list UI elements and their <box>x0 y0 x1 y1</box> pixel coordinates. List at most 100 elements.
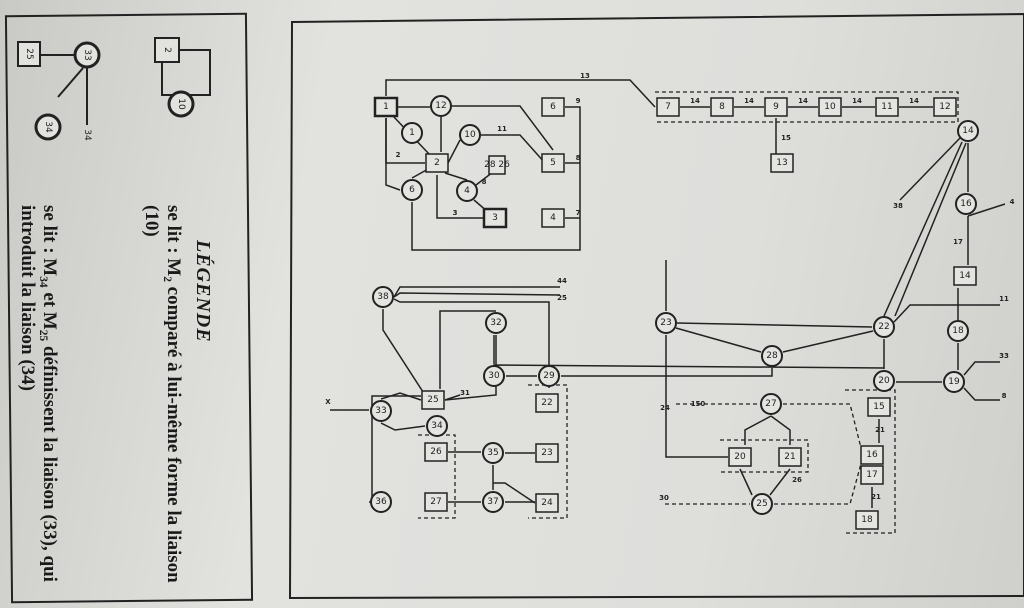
connection-line <box>782 330 874 353</box>
legend-box-25: 25 <box>24 48 34 59</box>
process-box: 26 <box>424 442 448 462</box>
process-box: 13 <box>770 153 794 173</box>
connection-line <box>675 327 762 353</box>
edge-label: 150 <box>691 400 706 408</box>
connection-line <box>665 335 728 458</box>
box-label: 9 <box>773 102 779 112</box>
box-label: 25 <box>427 395 438 405</box>
edge-label: 14 <box>798 97 808 105</box>
box-label: 17 <box>866 470 877 480</box>
process-box: 14 <box>953 266 977 286</box>
circle-label: 10 <box>464 130 476 140</box>
link-circle: 37 <box>482 491 504 513</box>
connection-line <box>380 422 426 431</box>
link-circle: 10 <box>459 124 481 146</box>
edge-label: 30 <box>659 494 669 502</box>
box-label: 4 <box>550 213 556 223</box>
group-dashed-outline <box>720 439 809 473</box>
link-circle: 32 <box>485 312 507 334</box>
link-circle: 27 <box>760 393 782 415</box>
circle-label: 1 <box>409 128 415 138</box>
circle-label: 6 <box>409 185 415 195</box>
edge-label: 8 <box>482 178 487 186</box>
edge-label: 11 <box>999 295 1009 303</box>
box-label: 2 <box>434 158 440 168</box>
connection-line <box>393 286 560 298</box>
link-circle: 29 <box>538 365 560 387</box>
connection-line <box>444 335 497 401</box>
process-box: 7 <box>656 97 680 117</box>
connection-line <box>439 310 496 389</box>
link-circle: 36 <box>370 491 392 513</box>
edge-label: 25 <box>557 294 567 302</box>
circle-label: 18 <box>952 326 964 336</box>
process-box: 24 <box>535 493 559 513</box>
group-dashed-outline <box>528 384 568 519</box>
edge-label: 44 <box>557 277 567 285</box>
box-label: 3 <box>492 213 498 223</box>
process-box: 9 <box>764 97 788 117</box>
box-label: 5 <box>550 158 556 168</box>
link-circle: 23 <box>655 312 677 334</box>
legend-description-1: se lit : M₂ comparé à lui-même forme la … <box>141 205 184 583</box>
link-circle: 30 <box>483 365 505 387</box>
link-circle: 4 <box>456 180 478 202</box>
box-label: 22 <box>541 398 552 408</box>
link-circle: 16 <box>955 193 977 215</box>
link-circle: 25 <box>751 493 773 515</box>
legend-examples: 2 10 25 33 34 34 <box>17 37 211 141</box>
edge-label: 15 <box>781 134 791 142</box>
circle-label: 22 <box>878 322 889 332</box>
box-label: 23 <box>541 448 552 458</box>
diagram-frame <box>288 12 1024 600</box>
connection-line <box>963 361 1000 376</box>
edge-label: 21 <box>875 426 885 434</box>
connection-line <box>493 482 536 504</box>
edge-label: 7 <box>576 209 581 217</box>
process-box: 3 <box>482 207 508 229</box>
process-box: 1 <box>373 96 399 118</box>
process-box: 21 <box>778 447 802 467</box>
link-circle: 14 <box>957 120 979 142</box>
edge-label: 17 <box>953 238 963 246</box>
circle-label: 14 <box>962 126 974 136</box>
box-label: 8 <box>719 102 725 112</box>
edge-label: 33 <box>999 352 1009 360</box>
edge-label: 2 <box>396 151 401 159</box>
connection-line <box>411 106 581 251</box>
connection-line <box>899 137 961 201</box>
connection-line <box>452 105 554 151</box>
box-label: 21 <box>784 452 795 462</box>
process-box: 16 <box>860 445 884 465</box>
connection-line <box>883 141 963 317</box>
legend-circle-34: 34 <box>43 121 53 133</box>
circle-label: 4 <box>464 186 470 196</box>
edge-label: 13 <box>580 72 590 80</box>
connection-line <box>436 175 483 219</box>
edge-label: 3 <box>453 209 458 217</box>
edge-label: 14 <box>852 97 862 105</box>
box-label: 24 <box>541 498 553 508</box>
edge-label: X <box>325 398 331 406</box>
group-dashed-outline <box>845 389 896 534</box>
circle-label: 12 <box>435 101 446 111</box>
edge-label: 9 <box>576 97 581 105</box>
link-circle: 34 <box>426 415 448 437</box>
edge-label: 31 <box>460 389 470 397</box>
process-box: 17 <box>860 465 884 485</box>
connection-line <box>393 298 550 364</box>
connection-line <box>769 468 791 496</box>
circle-label: 20 <box>878 376 890 386</box>
legend-description-2: se lit : M₃₄ et M₂₅ définissent la liais… <box>17 205 60 582</box>
group-dashed-outline <box>774 459 863 505</box>
edge-label: 14 <box>909 97 919 105</box>
box-label: 27 <box>430 497 441 507</box>
circle-label: 37 <box>487 497 498 507</box>
edge-label: 4 <box>1010 198 1015 206</box>
box-label: 26 <box>430 447 442 457</box>
connection-line <box>447 139 461 164</box>
connection-line <box>382 309 426 396</box>
process-box: 11 <box>875 97 899 117</box>
legend-title: LÉGENDE <box>192 240 214 343</box>
